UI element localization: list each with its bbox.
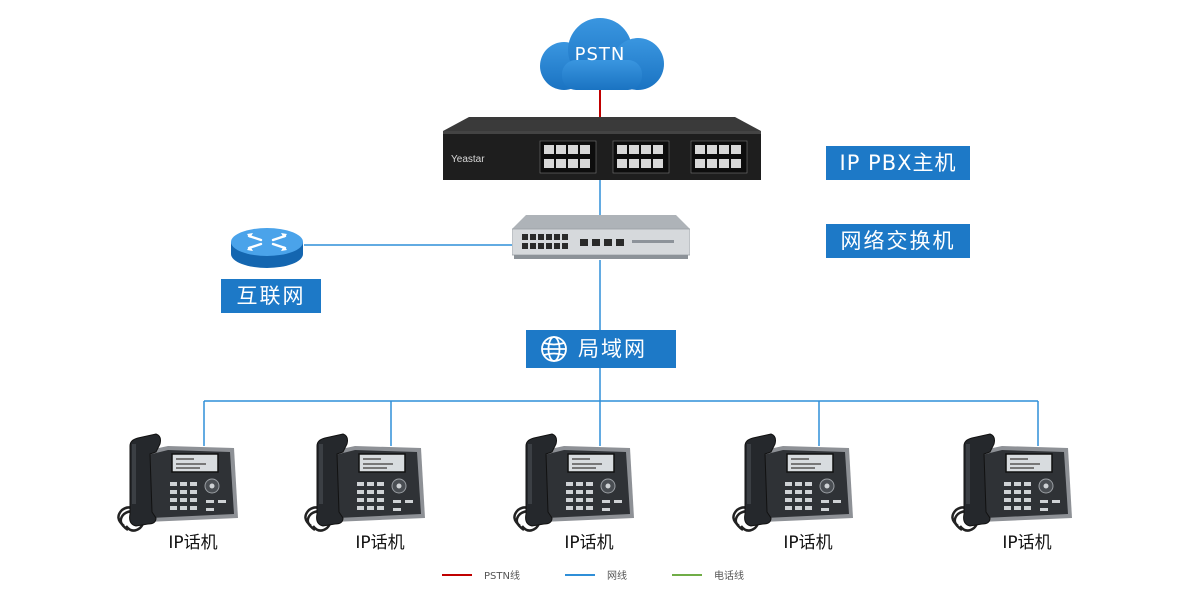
pbx-label: IP PBX主机 xyxy=(826,146,970,180)
ip-phone-icon xyxy=(725,430,855,540)
ip-phone-label: IP话机 xyxy=(1002,533,1052,553)
router-icon xyxy=(231,228,303,268)
pbx-brand-label: Yeastar xyxy=(451,154,485,165)
globe-icon xyxy=(541,336,567,362)
legend-swatch xyxy=(565,574,595,576)
legend-label: 电话线 xyxy=(714,571,744,582)
ip-phone-icon xyxy=(944,430,1074,540)
legend-label: 网线 xyxy=(607,571,627,582)
pstn-label: PSTN xyxy=(574,44,626,65)
ip-phone-icon xyxy=(297,430,427,540)
network-switch-icon xyxy=(512,215,690,259)
pstn-cloud-icon xyxy=(540,18,664,90)
ip-phone-label: IP话机 xyxy=(168,533,218,553)
lan-label: 局域网 xyxy=(578,337,647,361)
legend-swatch xyxy=(442,574,472,576)
legend-swatch xyxy=(672,574,702,576)
ip-phone-label: IP话机 xyxy=(355,533,405,553)
ip-phone-label: IP话机 xyxy=(564,533,614,553)
ip-phone-label: IP话机 xyxy=(783,533,833,553)
lan-badge: 局域网 xyxy=(526,330,676,368)
legend-label: PSTN线 xyxy=(484,571,520,582)
internet-label: 互联网 xyxy=(221,279,321,313)
switch-label: 网络交换机 xyxy=(826,224,970,258)
pbx-device-icon: Yeastar xyxy=(443,117,761,180)
ip-phone-icon xyxy=(506,430,636,540)
ip-phone-icon xyxy=(110,430,240,540)
